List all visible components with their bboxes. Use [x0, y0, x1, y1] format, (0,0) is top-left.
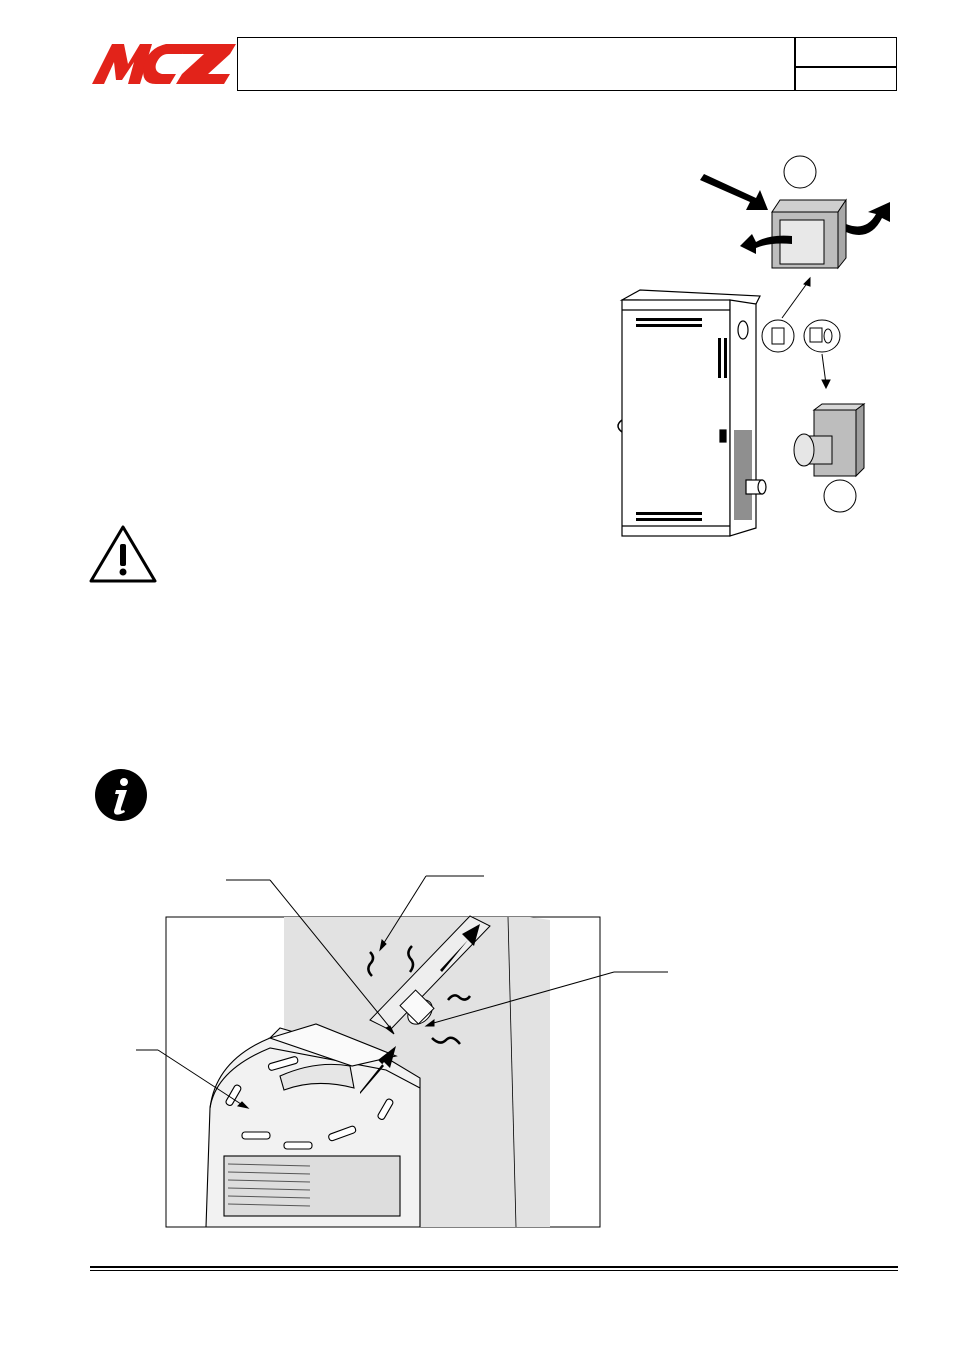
- vent-slots: [636, 318, 727, 521]
- stove-flue-figure: [136, 875, 668, 1228]
- stove-rear-figure: [617, 155, 890, 537]
- side-grille: [734, 430, 752, 520]
- stove-body: [205, 1023, 421, 1228]
- header-cell-divider: [794, 38, 796, 90]
- callout-circle-2: [823, 479, 857, 513]
- callout-circle-1: [783, 155, 817, 189]
- heat-waves: [367, 945, 472, 1045]
- flue-pipe: [369, 915, 491, 1031]
- airflow-arrows: [700, 174, 890, 254]
- header-box: [237, 37, 897, 91]
- info-circle-icon: [95, 769, 147, 821]
- airflow-arrows: [360, 924, 480, 1094]
- header-cell-divider-horizontal: [794, 66, 896, 68]
- footer-rule: [90, 1266, 898, 1268]
- warning-triangle-icon: [89, 525, 157, 583]
- mcz-logo: [92, 44, 236, 84]
- stove-body: [619, 289, 761, 537]
- duct-fitting-2: [793, 403, 866, 478]
- duct-fitting-1: [771, 198, 847, 270]
- footer-rule-thin: [90, 1270, 898, 1271]
